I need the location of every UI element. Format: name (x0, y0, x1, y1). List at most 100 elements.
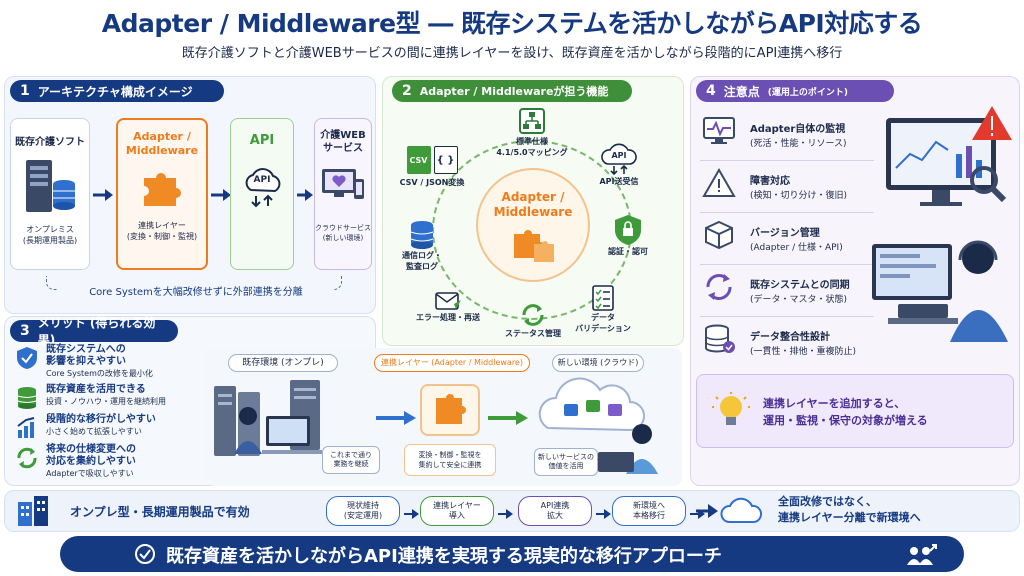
sync-icon (520, 302, 546, 328)
cloud-icon (720, 496, 763, 530)
merit-title: 将来の仕様変更への 対応を集約しやすい (46, 444, 136, 467)
bubble-continue: これまで通り 業務を継続 (322, 446, 380, 474)
puzzle-icon (510, 224, 556, 264)
section-title: アーキテクチャ構成イメージ (37, 84, 193, 99)
caution-desc: (データ・マスタ・状態) (750, 295, 848, 305)
divider (700, 264, 874, 265)
api-icon-label: API (611, 151, 627, 160)
building-icon (16, 494, 50, 532)
core-system-note: Core Systemを大幅改修せずに外部連携を分離 (58, 283, 334, 298)
function-validation: データ バリデーション (566, 284, 640, 334)
function-mapping: 標準仕様 4.1/5.0マッピング (482, 108, 582, 158)
csv-file-icon: CSV (406, 146, 431, 174)
mail-resend-icon (434, 290, 462, 312)
function-status: ステータス管理 (494, 302, 572, 339)
refresh-icon (16, 446, 38, 474)
merit-desc: Adapterで吸収しやすい (46, 469, 134, 478)
page-title: Adapter / Middleware型 ― 既存システムを活かしながらAPI… (101, 9, 923, 38)
web-service-caption: クラウドサービス (新しい環境) (315, 224, 371, 242)
layer-label: 連携レイヤー (Adapter / Middleware) (374, 354, 530, 372)
footer-bar (60, 536, 964, 572)
function-csv-label: CSV / JSON変換 (399, 178, 465, 187)
arrow-right-icon (596, 505, 612, 524)
section-title: メリット (得られる効果) (37, 316, 156, 347)
divider (700, 160, 874, 161)
merit-title: 既存資産を活用できる (46, 384, 146, 395)
function-log-label: 通信ログ・ 監査ログ (402, 251, 442, 271)
onprem-worker-illustration (212, 376, 362, 480)
server-icon (22, 158, 78, 216)
api-icon-label: API (253, 175, 271, 185)
caution-note-text: 連携レイヤーを追加すると、 運用・監視・保守の対象が増える (763, 397, 928, 427)
bubble-integrate: 変換・制御・監視を 集約して安全に連携 (404, 444, 496, 476)
section-architecture-header: 1 アーキテクチャ構成イメージ (10, 80, 224, 102)
roadmap-goal: 全面改修ではなく、 連携レイヤー分離で新環境へ (778, 495, 921, 524)
puzzle-icon (436, 394, 466, 424)
database-icon (409, 220, 435, 250)
roadmap-bar (4, 490, 1020, 532)
function-api: API API送受信 (584, 140, 654, 187)
sync-icon (702, 272, 736, 306)
arrow-right-icon (93, 186, 113, 205)
check-circle-icon (134, 543, 156, 569)
section-merits-header: 3 メリット (得られる効果) (10, 316, 178, 347)
arrow-right-icon (376, 410, 416, 429)
footer-text: 既存資産を活かしながらAPI連携を実現する現実的な移行アプローチ (166, 546, 722, 567)
onprem-label: 既存環境 (オンプレ) (228, 354, 338, 372)
caution-title: データ整合性設計 (750, 332, 830, 343)
operator-illustration (868, 222, 1018, 376)
database-icon (16, 386, 38, 414)
api-box: API API (230, 118, 294, 270)
divider (700, 212, 874, 213)
caution-title: 既存システムとの同期 (750, 280, 850, 291)
json-file-icon: { } (433, 146, 458, 174)
function-error-label: エラー処理・再送 (416, 313, 480, 322)
function-error: エラー処理・再送 (408, 290, 488, 323)
function-mapping-label: 標準仕様 4.1/5.0マッピング (496, 137, 568, 157)
merit-desc: Core Systemの改修を最小化 (46, 369, 153, 378)
lock-icon (613, 214, 643, 246)
function-status-label: ステータス管理 (505, 329, 561, 338)
monitor-pulse-icon (702, 116, 736, 150)
section-number: 1 (20, 83, 30, 99)
function-auth-label: 認証・認可 (608, 247, 648, 256)
section-title: Adapter / Middlewareが担う機能 (419, 85, 609, 98)
puzzle-icon (140, 166, 184, 210)
growth-chart-icon (16, 416, 38, 444)
section-number: 2 (402, 83, 412, 99)
adapter-caption: 連携レイヤー (変換・制御・監視) (126, 221, 198, 241)
merit-desc: 投資・ノウハウ・運用を継続利用 (46, 397, 166, 406)
team-growth-icon (906, 541, 942, 571)
function-api-label: API送受信 (599, 177, 639, 186)
adapter-title: Adapter / Middleware (125, 130, 199, 157)
section-number: 4 (706, 83, 716, 99)
roadmap-step: 現状維持 (安定運用) (326, 496, 400, 526)
section-cautions-header: 4 注意点 (運用上のポイント) (696, 80, 894, 102)
web-service-box: 介護WEB サービス クラウドサービス (新しい環境) (314, 118, 372, 270)
api-title: API (249, 133, 275, 148)
caution-title: バージョン管理 (750, 228, 820, 239)
roadmap-step: 連携レイヤー 導入 (420, 496, 494, 526)
cloud-label: 新しい環境 (クラウド) (552, 354, 644, 372)
box-icon (702, 220, 736, 254)
section-title: 注意点 (723, 84, 760, 99)
lightbulb-icon (711, 391, 751, 431)
cloud-api-icon: API (598, 140, 640, 176)
function-log: 通信ログ・ 監査ログ (392, 220, 452, 272)
layer-puzzle-card (420, 384, 480, 436)
section-number: 3 (20, 323, 30, 339)
checklist-icon (591, 284, 615, 312)
page-subtitle: 既存介護ソフトと介護WEBサービスの間に連携レイヤーを設け、既存資産を活かしなが… (181, 46, 843, 61)
database-check-icon (702, 324, 736, 358)
adapter-center-circle: Adapter / Middleware (476, 168, 590, 282)
arrow-right-icon (488, 410, 528, 429)
caution-title: Adapter自体の監視 (750, 124, 846, 135)
merit-title: 段階的な移行がしやすい (46, 414, 156, 425)
legacy-software-box: 既存介護ソフト オンプレミス (長期運用製品) (10, 118, 90, 270)
arrow-right-icon (297, 186, 313, 205)
roadmap-step: 新環境へ 本格移行 (612, 496, 686, 526)
function-auth: 認証・認可 (596, 214, 660, 257)
arrow-right-icon (498, 505, 514, 524)
roadmap-step: API連携 拡大 (518, 496, 592, 526)
legacy-software-caption: オンプレミス (長期運用製品) (22, 225, 78, 245)
